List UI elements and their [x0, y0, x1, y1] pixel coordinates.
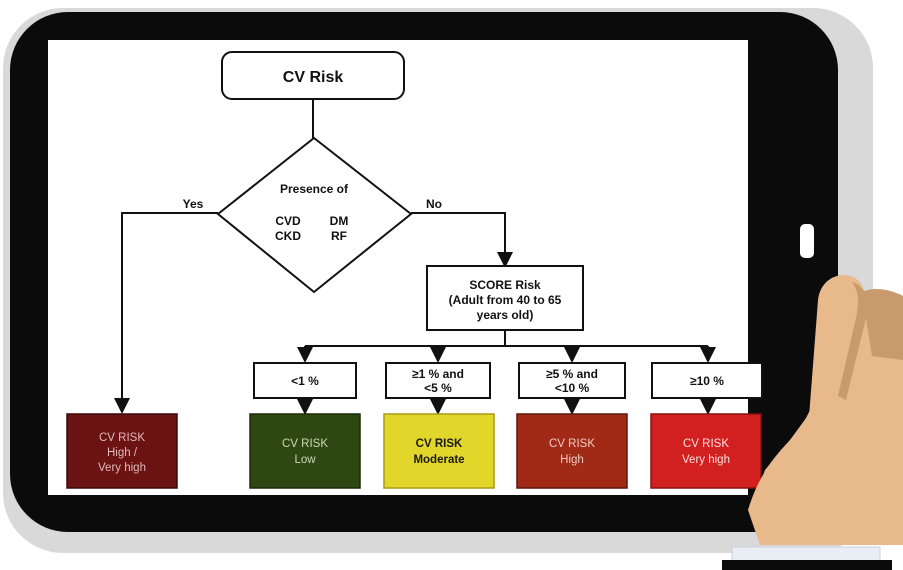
outcome-2-line-2: Low — [294, 454, 316, 466]
hand-icon — [722, 275, 903, 570]
outcome-high — [516, 413, 628, 489]
outcome-1-line-2: High / — [107, 447, 138, 459]
outcome-moderate — [383, 413, 495, 489]
outcome-4-line-1: CV RISK — [549, 438, 595, 450]
outcome-5-line-1: CV RISK — [683, 438, 729, 450]
outcome-low — [249, 413, 361, 489]
outcome-3-line-2: Moderate — [413, 454, 464, 466]
decision-item-ckd: CKD — [275, 229, 301, 243]
outcome-nodes: CV RISK High / Very high CV RISK Low CV … — [66, 413, 762, 489]
threshold-1-label: <1 % — [291, 374, 319, 388]
outcome-3-line-1: CV RISK — [416, 438, 463, 450]
score-line-2: (Adult from 40 to 65 — [449, 293, 562, 307]
outcome-4-line-2: High — [560, 454, 584, 466]
yes-label: Yes — [183, 197, 204, 211]
no-label: No — [426, 197, 442, 211]
root-node: CV Risk — [221, 51, 405, 100]
threshold-2-line-1: ≥1 % and — [412, 367, 464, 381]
decision-node: Presence of CVD DM CKD RF — [216, 136, 413, 294]
decision-item-cvd: CVD — [275, 214, 301, 228]
outcome-2-line-1: CV RISK — [282, 438, 328, 450]
outcome-5-line-2: Very high — [682, 454, 730, 466]
decision-item-dm: DM — [330, 214, 349, 228]
connector-lines — [114, 99, 716, 415]
sleeve — [722, 560, 892, 570]
threshold-nodes: <1 % ≥1 % and <5 % ≥5 % and <10 % ≥10 % — [253, 362, 763, 399]
tablet-home-button[interactable] — [800, 224, 814, 258]
outcome-very-high — [650, 413, 762, 489]
root-label: CV Risk — [283, 69, 344, 86]
threshold-3-line-2: <10 % — [555, 381, 590, 395]
outcome-1-line-3: Very high — [98, 462, 146, 474]
decision-title: Presence of — [280, 182, 349, 196]
threshold-3-line-1: ≥5 % and — [546, 367, 598, 381]
outcome-1-line-1: CV RISK — [99, 432, 145, 444]
threshold-4-label: ≥10 % — [690, 374, 724, 388]
threshold-2-line-2: <5 % — [424, 381, 452, 395]
score-risk-node: SCORE Risk (Adult from 40 to 65 years ol… — [426, 265, 584, 331]
outcome-high-very-high — [66, 413, 178, 489]
score-line-1: SCORE Risk — [469, 278, 541, 292]
decision-item-rf: RF — [331, 229, 347, 243]
score-line-3: years old) — [477, 308, 534, 322]
